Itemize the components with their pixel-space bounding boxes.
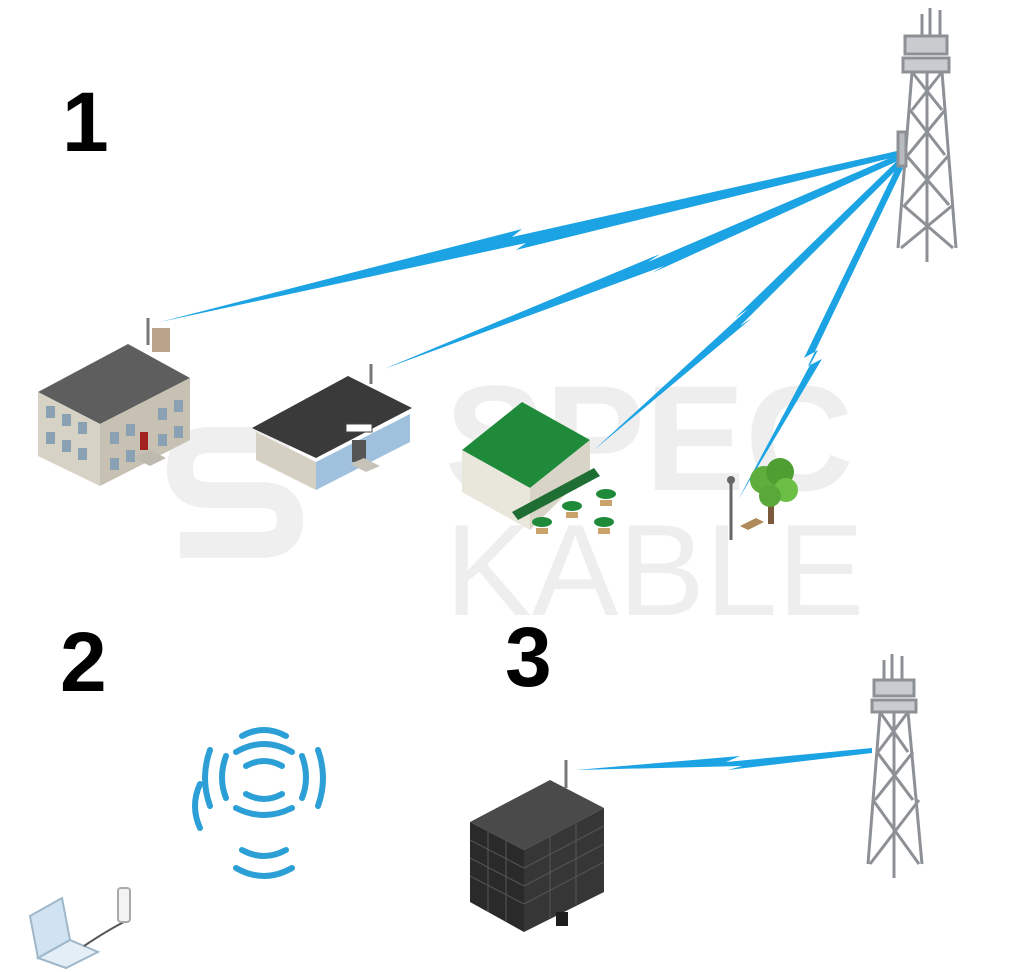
wifi-signal-icon	[192, 727, 326, 879]
section-number-2: 2	[60, 615, 107, 709]
section-number-3: 3	[505, 610, 552, 704]
signal-beam-shop	[384, 155, 900, 369]
cafe-icon	[462, 402, 616, 534]
cell-tower-icon	[896, 8, 958, 262]
cell-tower-icon-section-3	[866, 654, 924, 878]
signal-beam-park	[738, 164, 903, 500]
laptop-icon	[28, 887, 131, 970]
signal-beam-section-3	[576, 748, 872, 770]
signal-beam-house	[160, 151, 899, 322]
section-number-1: 1	[62, 75, 109, 169]
signal-beams-section-1	[160, 151, 903, 500]
shop-icon	[252, 364, 412, 490]
office-building-icon	[469, 760, 605, 932]
house-icon	[38, 318, 190, 486]
signal-beam-cafe	[594, 160, 902, 450]
watermark-logo-icon	[166, 427, 304, 558]
park-icon	[727, 458, 798, 540]
